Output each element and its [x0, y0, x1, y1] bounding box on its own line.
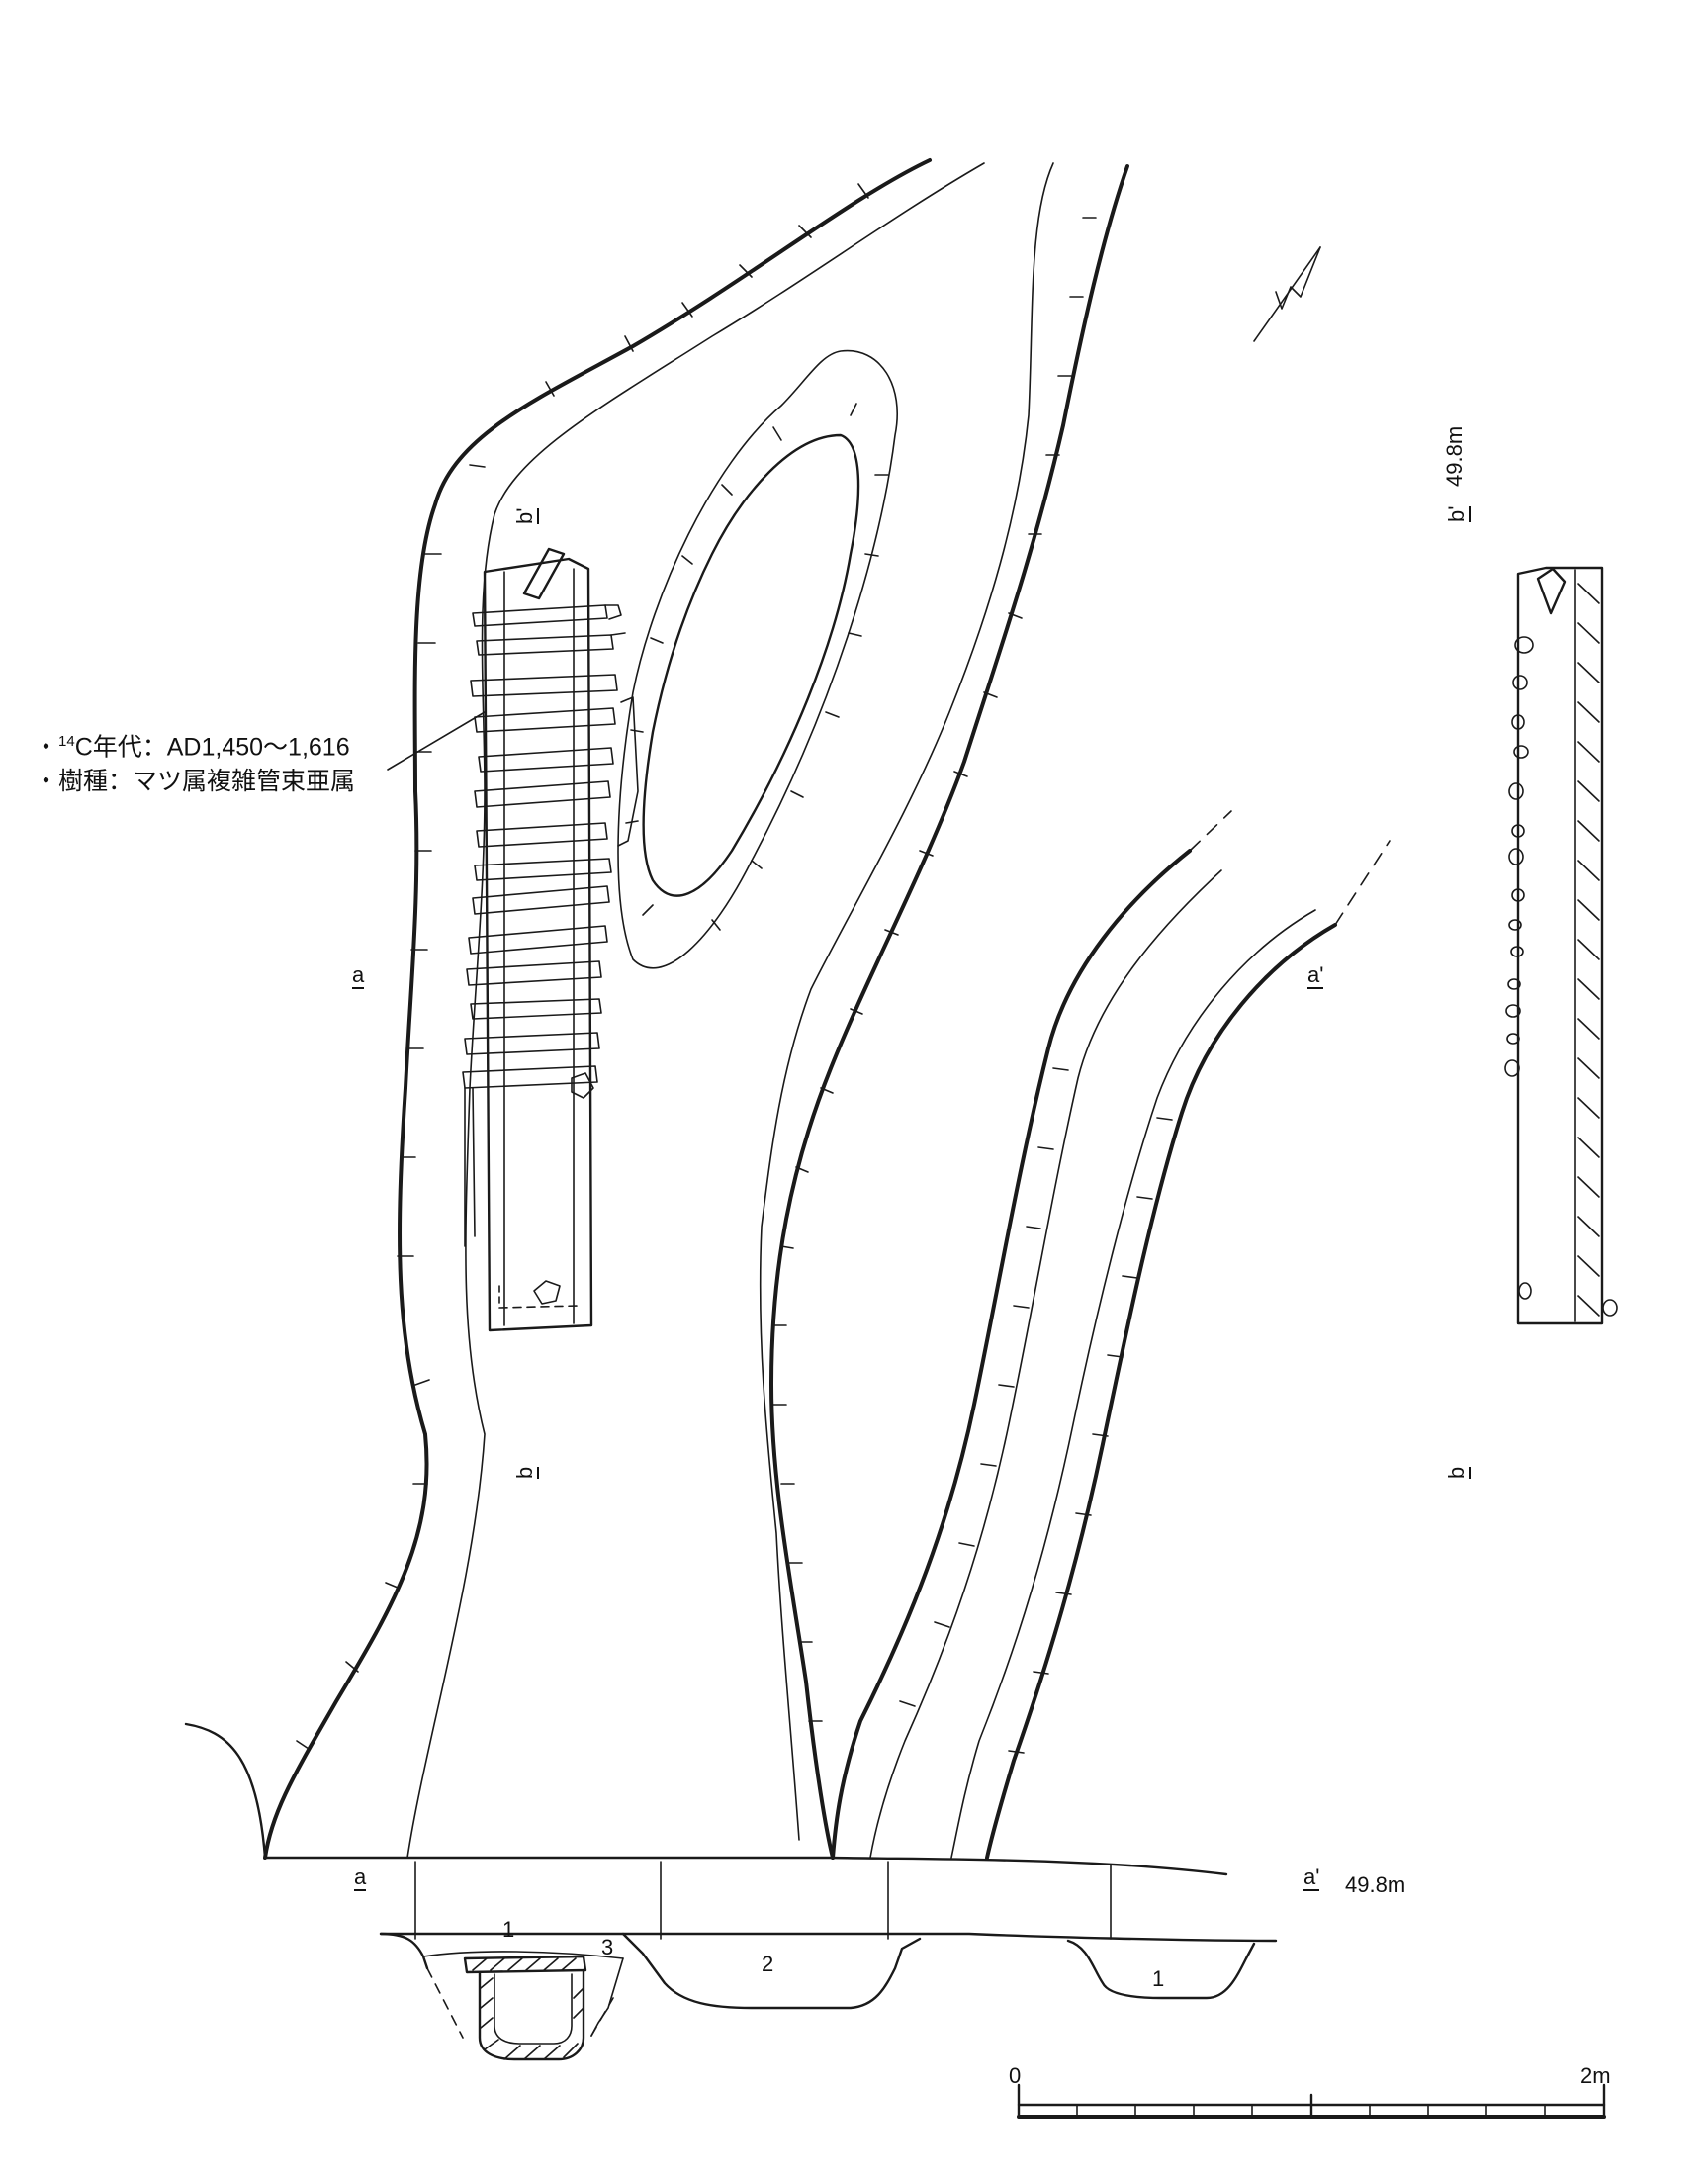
layer-label-2: 2: [762, 1952, 774, 1976]
bullet: ・: [34, 733, 59, 762]
center-band-right-line: [769, 164, 1129, 1860]
scale-bar: [1017, 2083, 1606, 2119]
scale-start-label: 0: [1009, 2063, 1022, 2088]
north-arrow-icon: [1253, 246, 1321, 342]
excavation-bottom-boundary: [184, 1722, 1228, 1876]
wooden-artifact: [462, 547, 639, 1332]
channel-b-inner: [950, 909, 1316, 1859]
isotope-number: 14: [58, 733, 75, 750]
section-a-elevation: 49.8m: [1345, 1872, 1406, 1897]
layer-label-3: 3: [601, 1935, 614, 1959]
section-a-label-a: a: [354, 1865, 367, 1891]
channel-b-outer: [985, 923, 1337, 1860]
plan-label-a-prime: a': [1307, 962, 1324, 989]
c14-date-annotation: ・14C年代：AD1,450～1,616: [34, 734, 350, 760]
channel-a-outer: [831, 849, 1192, 1860]
scale-end-label: 2m: [1580, 2063, 1611, 2088]
channel-a-dashed-extension: [1189, 810, 1232, 852]
section-b-elevation: 49.8m: [1442, 425, 1467, 487]
island-inner-loop: [642, 433, 860, 897]
plan-label-a: a: [352, 962, 365, 989]
plan-label-b-prime: b': [512, 507, 539, 524]
center-band-left-line: [759, 162, 1054, 1841]
section-b-label-b: b: [1444, 1466, 1471, 1479]
ditch-outer-left-edge: [263, 158, 932, 1860]
layer-label-1: 1: [502, 1917, 515, 1942]
projection-lines: [414, 1861, 1112, 1940]
species-annotation: ・樹種：マツ属複雑管束亜属: [34, 768, 356, 795]
c14-date-text: C年代：AD1,450～1,616: [74, 733, 350, 762]
island-outer-loop: [617, 349, 898, 969]
section-a-profile: [379, 1932, 1278, 2061]
channel-a-inner: [869, 869, 1222, 1859]
layer-label-1-right: 1: [1152, 1966, 1165, 1991]
section-a-label-a-prime: a': [1303, 1865, 1320, 1891]
section-b-profile: [1504, 566, 1618, 1325]
section-b-label-b-prime: b': [1444, 505, 1471, 522]
slope-ticks: [296, 183, 1173, 1754]
channel-b-dashed-extension: [1334, 840, 1391, 926]
ditch-inner-left-line: [406, 162, 985, 1859]
annotation-leader-line: [387, 711, 486, 771]
plan-label-b: b: [512, 1466, 539, 1479]
